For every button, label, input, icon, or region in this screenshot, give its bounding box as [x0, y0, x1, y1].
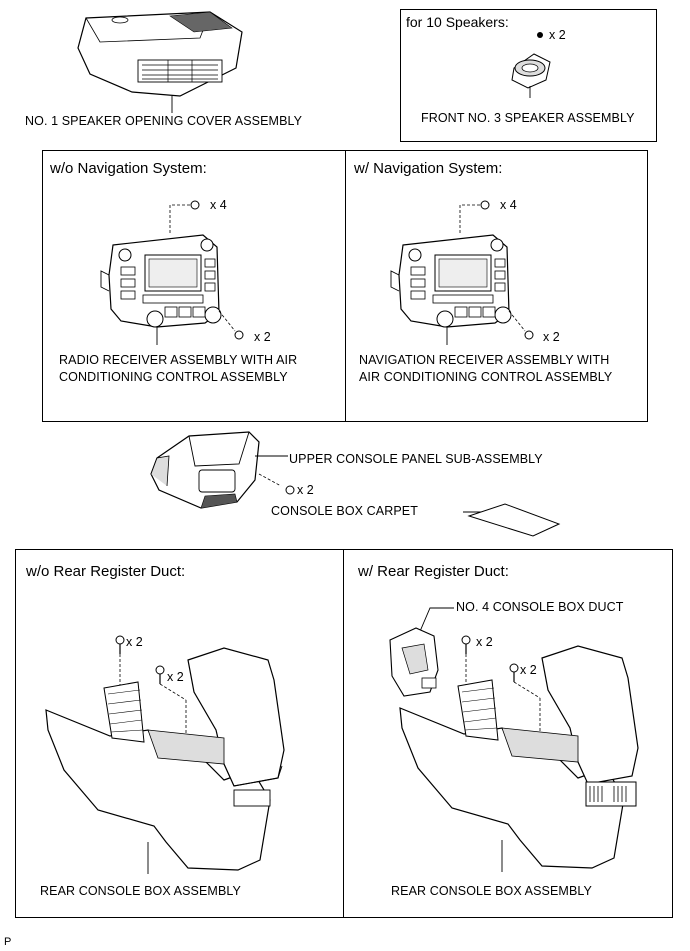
panel-w-navigation-title: w/ Navigation System:	[354, 160, 503, 177]
rear-console-box-right-illustration	[389, 607, 639, 872]
front-speaker-label: FRONT NO. 3 SPEAKER ASSEMBLY	[421, 111, 635, 125]
nav-side-qty: x 2	[543, 330, 560, 344]
radio-top-qty: x 4	[210, 198, 227, 212]
upper-console-qty: x 2	[297, 483, 314, 497]
radio-receiver-illustration	[100, 200, 244, 345]
upper-console-panel-illustration	[150, 431, 295, 509]
console-carpet-illustration	[463, 503, 561, 537]
speaker-cover-label: NO. 1 SPEAKER OPENING COVER ASSEMBLY	[25, 114, 303, 128]
rear-left-qty-b: x 2	[167, 670, 184, 684]
console-carpet-label: CONSOLE BOX CARPET	[271, 504, 418, 518]
rear-right-qty-a: x 2	[476, 635, 493, 649]
panel-w-rear-duct-title: w/ Rear Register Duct:	[358, 563, 509, 580]
speaker-opening-cover-illustration	[77, 11, 243, 113]
rear-console-box-left-illustration	[45, 635, 285, 874]
radio-receiver-label-line1: RADIO RECEIVER ASSEMBLY WITH AIR	[59, 353, 298, 367]
speaker-screw-qty: x 2	[549, 28, 566, 42]
console-duct-label: NO. 4 CONSOLE BOX DUCT	[456, 600, 624, 614]
upper-console-label: UPPER CONSOLE PANEL SUB-ASSEMBLY	[289, 452, 543, 466]
rear-console-right-label: REAR CONSOLE BOX ASSEMBLY	[391, 884, 592, 898]
rear-console-left-label: REAR CONSOLE BOX ASSEMBLY	[40, 884, 241, 898]
panel-wo-rear-duct-title: w/o Rear Register Duct:	[26, 563, 186, 580]
front-speaker-illustration	[511, 32, 551, 98]
navigation-receiver-illustration	[390, 200, 534, 345]
nav-receiver-label-line2: AIR CONDITIONING CONTROL ASSEMBLY	[359, 370, 613, 384]
rear-right-qty-b: x 2	[520, 663, 537, 677]
nav-top-qty: x 4	[500, 198, 517, 212]
rear-left-qty-a: x 2	[126, 635, 143, 649]
radio-side-qty: x 2	[254, 330, 271, 344]
radio-receiver-label-line2: CONDITIONING CONTROL ASSEMBLY	[59, 370, 288, 384]
nav-receiver-label-line1: NAVIGATION RECEIVER ASSEMBLY WITH	[359, 353, 610, 367]
panel-wo-navigation-title: w/o Navigation System:	[50, 160, 207, 177]
panel-10-speakers-title: for 10 Speakers:	[406, 14, 509, 30]
footer-code: P	[4, 936, 12, 948]
